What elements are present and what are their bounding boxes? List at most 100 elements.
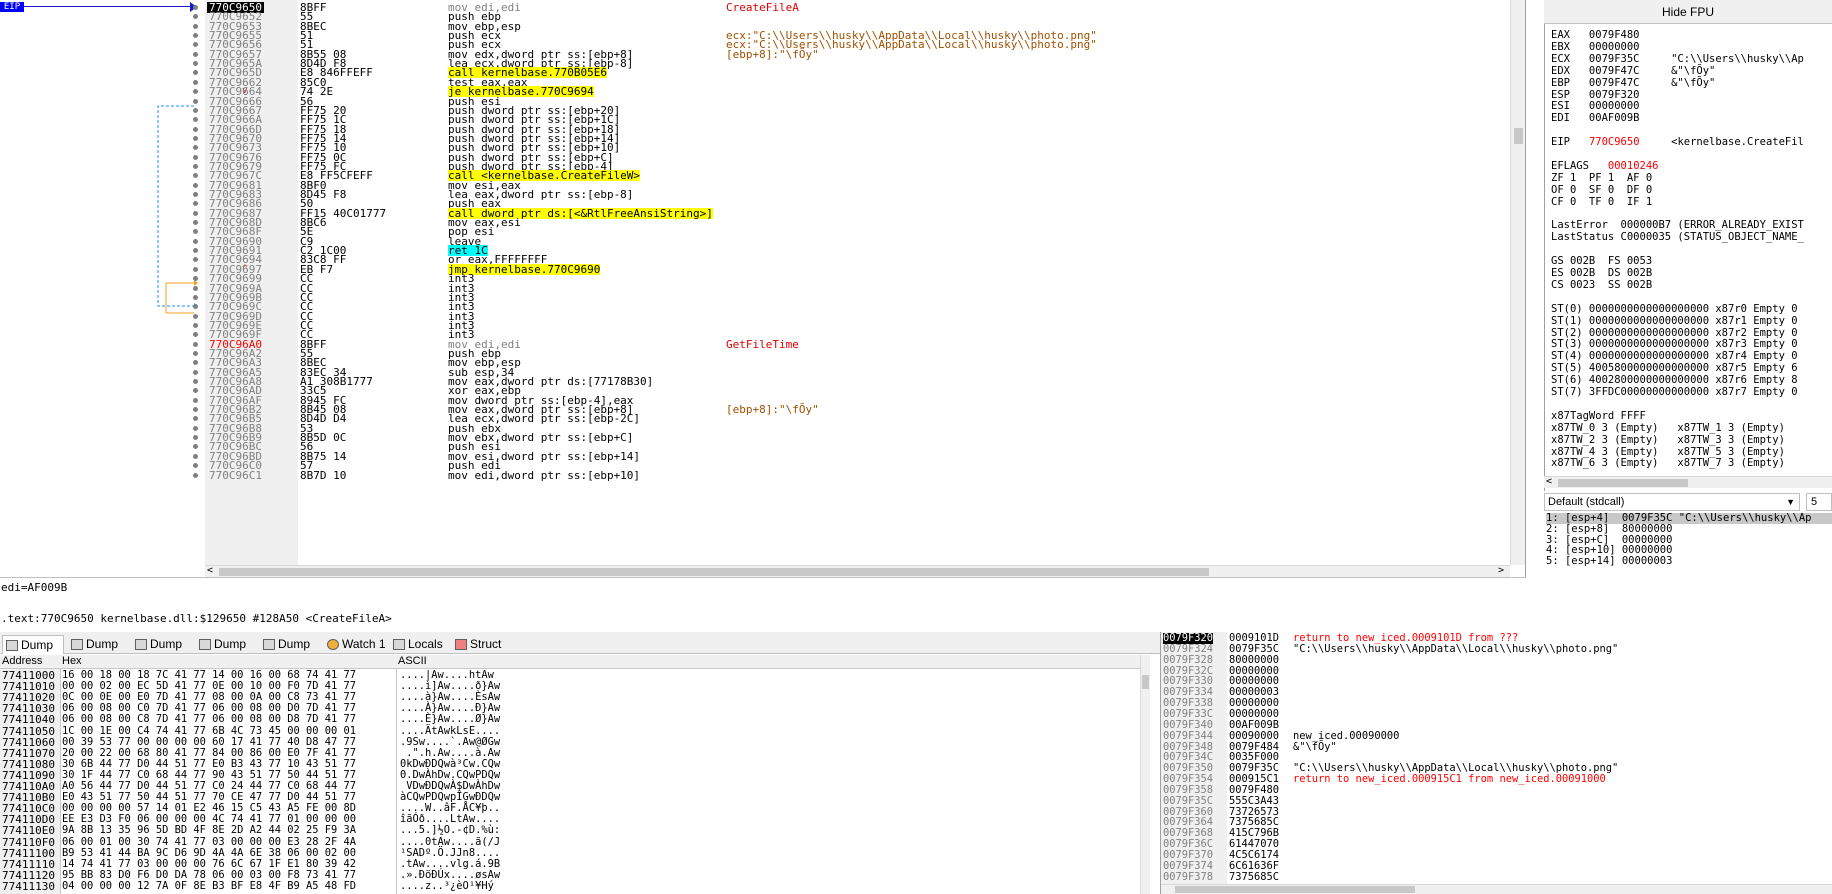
register-value[interactable]: 00010246	[1607, 159, 1659, 172]
scroll-thumb[interactable]	[1142, 675, 1149, 689]
breakpoint-dot-icon[interactable]	[193, 70, 198, 76]
breakpoint-dot-icon[interactable]	[193, 304, 198, 310]
tab-dump-5[interactable]: Dump 5	[260, 635, 320, 670]
tab-dump-4[interactable]: Dump 4	[196, 635, 256, 670]
call-convention-select[interactable]: Default (stdcall) ▼	[1544, 493, 1800, 511]
argument-line[interactable]: 3: [esp+C] 00000000	[1546, 533, 1673, 546]
disassembly-vscroll[interactable]	[1510, 0, 1525, 565]
breakpoint-dot-icon[interactable]	[193, 322, 198, 328]
breakpoint-dot-icon[interactable]	[193, 201, 198, 207]
register-value[interactable]: 770C9650	[1588, 136, 1640, 149]
breakpoint-dot-icon[interactable]	[193, 453, 198, 459]
breakpoint-dot-icon[interactable]	[193, 238, 198, 244]
breakpoint-dot-icon[interactable]	[193, 107, 198, 113]
breakpoint-dot-icon[interactable]	[193, 266, 198, 272]
breakpoint-dot-icon[interactable]	[193, 332, 198, 338]
breakpoint-dot-icon[interactable]	[193, 463, 198, 469]
breakpoint-dot-icon[interactable]	[193, 135, 198, 141]
breakpoint-dot-icon[interactable]	[193, 126, 198, 132]
scroll-left-icon[interactable]: <	[207, 565, 214, 576]
breakpoint-dot-icon[interactable]	[193, 435, 198, 441]
breakpoint-dot-icon[interactable]	[193, 425, 198, 431]
scroll-left-icon[interactable]: <	[1546, 476, 1553, 487]
breakpoint-dot-icon[interactable]	[193, 397, 198, 403]
breakpoint-dot-icon[interactable]	[193, 229, 198, 235]
argument-line[interactable]: 5: [esp+14] 00000003	[1546, 555, 1673, 568]
breakpoint-dot-icon[interactable]	[193, 276, 198, 282]
tab-dump-1[interactable]: Dump 1	[2, 635, 64, 671]
breakpoint-dot-icon[interactable]	[193, 5, 198, 10]
breakpoint-dot-icon[interactable]	[193, 220, 198, 226]
breakpoint-dot-icon[interactable]	[193, 163, 198, 169]
breakpoint-dot-icon[interactable]	[193, 154, 198, 160]
breakpoint-dot-icon[interactable]	[193, 14, 198, 20]
tab-watch-1[interactable]: Watch 1	[324, 635, 386, 654]
breakpoint-dot-icon[interactable]	[193, 416, 198, 422]
breakpoint-dot-icon[interactable]	[193, 472, 198, 478]
breakpoint-dot-icon[interactable]	[193, 33, 198, 39]
breakpoint-dot-icon[interactable]	[193, 79, 198, 85]
hscroll-thumb[interactable]	[219, 568, 1209, 576]
breakpoint-dot-icon[interactable]	[193, 51, 198, 57]
breakpoint-dot-icon[interactable]	[193, 350, 198, 356]
breakpoint-dot-icon[interactable]	[193, 23, 198, 29]
argument-line[interactable]: 2: [esp+8] 80000000	[1546, 522, 1673, 535]
